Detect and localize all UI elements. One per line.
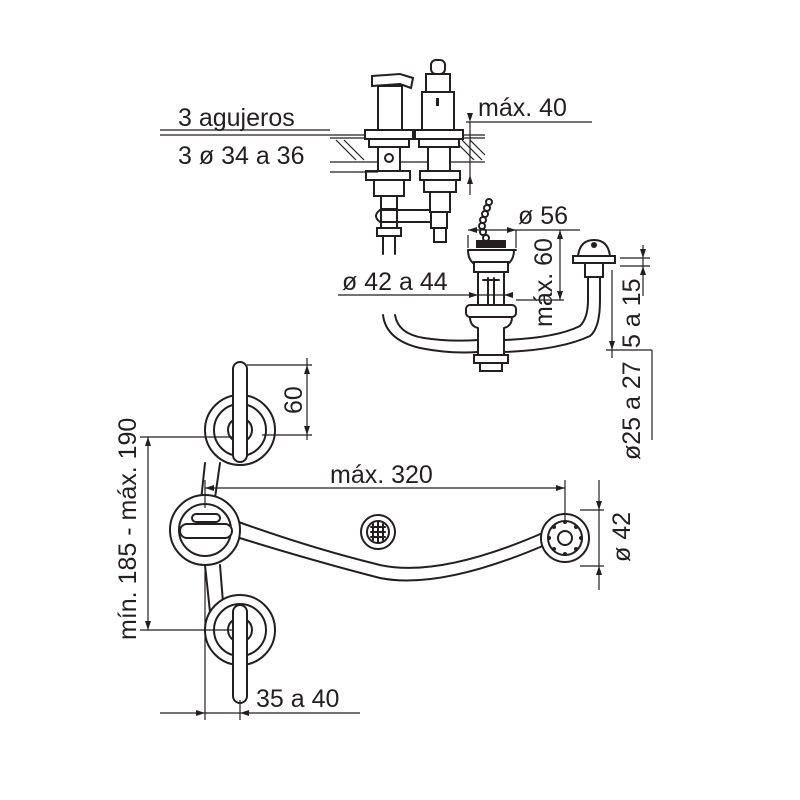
label-min-max: mín. 185 - máx. 190 bbox=[114, 418, 142, 640]
valve-body-right bbox=[414, 59, 464, 243]
label-dim-60: 60 bbox=[280, 386, 308, 414]
drain-body bbox=[465, 240, 517, 372]
label-diam-42-44: ø 42 a 44 bbox=[342, 268, 448, 296]
label-diam-42: ø 42 bbox=[608, 512, 636, 562]
label-range-35-40: 35 a 40 bbox=[256, 685, 339, 713]
valve-bottom-plan bbox=[204, 594, 276, 704]
valve-top-plan bbox=[204, 361, 276, 466]
dimension-lines-top bbox=[160, 113, 653, 440]
label-max-40: máx. 40 bbox=[478, 94, 567, 122]
drain-grate-plan bbox=[360, 514, 396, 550]
overflow-cap bbox=[572, 238, 616, 278]
dimension-lines-plan bbox=[140, 358, 604, 720]
label-max-60: máx. 60 bbox=[530, 238, 558, 327]
drain-chain bbox=[478, 198, 493, 242]
plan-hoses bbox=[199, 462, 546, 616]
label-holes-count: 3 agujeros bbox=[178, 104, 295, 132]
overflow-hose bbox=[382, 275, 601, 354]
valve-body-left bbox=[364, 72, 415, 255]
side-elevation bbox=[160, 59, 653, 440]
label-range-5-15: 5 a 15 bbox=[618, 278, 646, 348]
label-max-320: máx. 320 bbox=[330, 461, 433, 489]
label-diam-56: ø 56 bbox=[518, 202, 568, 230]
label-holes-diameter: 3 ø 34 a 36 bbox=[178, 142, 304, 170]
valve-connector bbox=[375, 209, 431, 223]
plan-view bbox=[140, 358, 604, 720]
label-diam-25-27: ø25 a 27 bbox=[618, 361, 646, 460]
